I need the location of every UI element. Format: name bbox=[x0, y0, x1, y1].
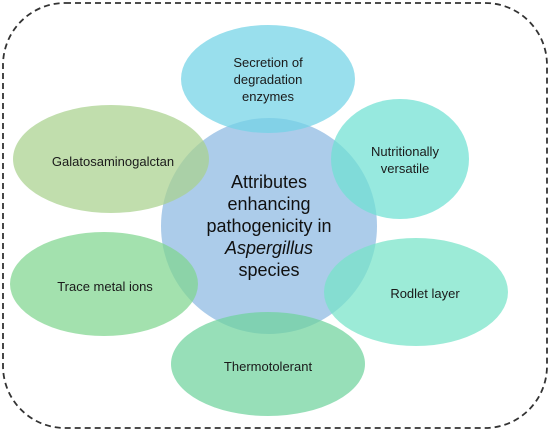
label-nutrition: Nutritionally versatile bbox=[345, 140, 465, 180]
label-galacto: Galatosaminogalctan bbox=[30, 151, 196, 171]
label-secretion: Secretion of degradation enzymes bbox=[198, 50, 338, 108]
label-trace: Trace metal ions bbox=[32, 276, 178, 296]
node-galacto bbox=[13, 105, 209, 213]
nutrition-line-2: versatile bbox=[380, 161, 430, 176]
center-line-3: pathogenicity in bbox=[206, 216, 332, 236]
secretion-line-3: enzymes bbox=[241, 88, 295, 104]
center-circle bbox=[161, 118, 377, 334]
rodlet-line-1: Rodlet layer bbox=[390, 285, 460, 301]
center-label: Attributes enhancing pathogenicity in As… bbox=[179, 166, 359, 286]
label-rodlet: Rodlet layer bbox=[355, 283, 495, 303]
trace-line-1: Trace metal ions bbox=[57, 278, 153, 294]
secretion-line-1: Secretion of bbox=[233, 54, 303, 70]
center-line-1: Attributes bbox=[230, 172, 308, 192]
node-thermo bbox=[171, 312, 365, 416]
galacto-line-1: Galatosaminogalctan bbox=[51, 153, 175, 169]
secretion-line-2: degradation bbox=[233, 71, 303, 87]
node-trace bbox=[10, 232, 198, 336]
node-secretion bbox=[181, 25, 355, 133]
thermo-line-1: Thermotolerant bbox=[223, 358, 313, 374]
node-rodlet bbox=[324, 238, 508, 346]
center-line-5: species bbox=[238, 260, 300, 280]
center-line-2: enhancing bbox=[227, 194, 311, 214]
center-line-4-italic: Aspergillus bbox=[224, 238, 314, 258]
node-nutrition bbox=[331, 99, 469, 219]
nutrition-line-1: Nutritionally bbox=[371, 144, 439, 159]
label-thermo: Thermotolerant bbox=[198, 356, 338, 376]
